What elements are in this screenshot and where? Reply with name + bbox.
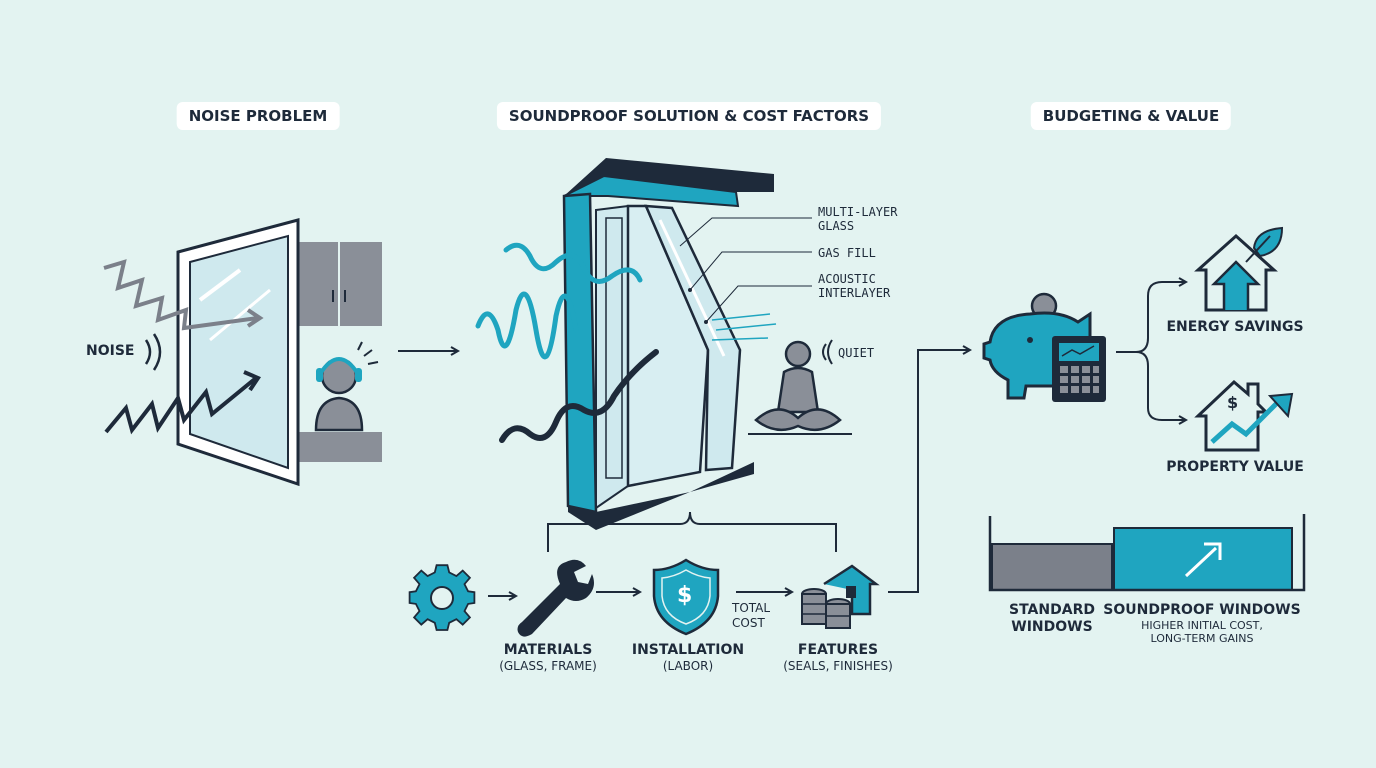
label-materials: MATERIALS (GLASS, FRAME) bbox=[499, 642, 597, 673]
trend-up-arrow-icon bbox=[1184, 542, 1222, 578]
gear-icon bbox=[408, 564, 476, 631]
label-installation: INSTALLATION (LABOR) bbox=[631, 642, 745, 673]
soundproof-window-illustration bbox=[475, 158, 812, 530]
cost-comparison-chart bbox=[988, 514, 1306, 592]
branch-arrows bbox=[1116, 282, 1186, 353]
cost-factors-bracket bbox=[547, 511, 837, 552]
coins-house-icon bbox=[801, 564, 880, 629]
label-soundproof-windows: SOUNDPROOF WINDOWS HIGHER INITIAL COST, … bbox=[1103, 602, 1301, 645]
standard-windows-bar bbox=[991, 543, 1113, 591]
quiet-label: QUIET bbox=[838, 346, 875, 360]
noise-wave-icon bbox=[103, 259, 264, 435]
flow-arrow-2 bbox=[888, 350, 970, 593]
window-icon bbox=[176, 218, 300, 487]
shield-dollar-sign: $ bbox=[677, 583, 693, 608]
annoyed-person-icon bbox=[314, 341, 379, 432]
energy-house-icon bbox=[1194, 226, 1284, 312]
label-gas-fill: GAS FILL bbox=[818, 246, 876, 260]
label-total-cost: TOTAL COST bbox=[732, 601, 771, 630]
noise-problem-illustration bbox=[103, 218, 382, 487]
label-standard-windows: STANDARD WINDOWS bbox=[1009, 602, 1095, 635]
section-title-budgeting: BUDGETING & VALUE bbox=[1030, 102, 1232, 130]
label-acoustic-interlayer: ACOUSTIC INTERLAYER bbox=[818, 272, 891, 300]
noise-label: NOISE bbox=[86, 343, 135, 359]
shield-dollar-icon bbox=[652, 558, 720, 636]
label-energy-savings: ENERGY SAVINGS bbox=[1166, 319, 1304, 335]
label-multi-layer-glass: MULTI-LAYER GLASS bbox=[818, 205, 898, 233]
calculator-icon bbox=[1052, 336, 1106, 402]
label-property-value: PROPERTY VALUE bbox=[1166, 459, 1304, 475]
section-title-noise-problem: NOISE PROBLEM bbox=[176, 102, 340, 130]
wrench-icon bbox=[517, 559, 594, 637]
meditating-person-icon bbox=[748, 339, 852, 435]
property-value-icon bbox=[1194, 379, 1294, 452]
section-title-solution: SOUNDPROOF SOLUTION & COST FACTORS bbox=[496, 102, 882, 130]
label-features: FEATURES (SEALS, FINISHES) bbox=[783, 642, 893, 673]
house-dollar-sign: $ bbox=[1227, 393, 1239, 412]
cabinet-icon bbox=[296, 242, 382, 462]
